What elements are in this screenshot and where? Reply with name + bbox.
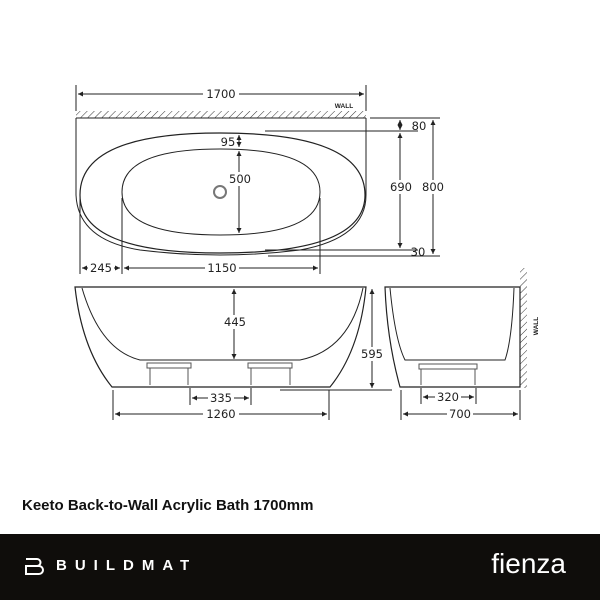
bath-basin	[121, 148, 321, 236]
bath-top-outline	[75, 118, 367, 256]
product-title: Keeto Back-to-Wall Acrylic Bath 1700mm	[22, 497, 314, 514]
bath-rim	[79, 132, 366, 254]
bath-legs	[146, 362, 293, 385]
dim-base-length: 1260	[206, 407, 235, 421]
dim-inner-depth: 445	[224, 315, 246, 329]
dim-basin-offset: 245	[90, 261, 112, 275]
dim-overall-height: 595	[361, 347, 383, 361]
wall-label-top: WALL	[335, 103, 353, 110]
dim-overall-width: 800	[422, 180, 444, 194]
bath-side-legs	[418, 363, 478, 385]
wall-label-side: WALL	[533, 317, 540, 335]
technical-drawing: 1700 80 95 500 690 800 30 245 1150 445 5…	[74, 85, 540, 421]
wall-hatch-top	[76, 111, 366, 118]
dim-leg-spacing-side: 320	[437, 390, 459, 404]
dim-rim-to-basin: 95	[221, 135, 236, 149]
bath-front-outline	[74, 286, 367, 388]
dim-front-offset: 30	[411, 245, 426, 259]
dim-basin-length: 1150	[207, 261, 236, 275]
dim-wall-gap: 80	[412, 119, 427, 133]
bath-side-inner	[389, 287, 515, 361]
dim-basin-width: 500	[229, 172, 251, 186]
wall-hatch-side	[520, 268, 527, 388]
buildmat-logo: BUILDMAT	[56, 557, 198, 574]
dim-overall-length: 1700	[206, 87, 235, 101]
dim-base-width: 700	[449, 407, 471, 421]
bath-front-inner	[81, 287, 364, 361]
dim-rim-depth: 690	[390, 180, 412, 194]
fienza-logo: fienza	[491, 548, 566, 579]
dim-leg-spacing-front: 335	[210, 391, 232, 405]
bath-side-outline	[384, 286, 521, 388]
drain-icon	[213, 185, 227, 199]
buildmat-logo-icon	[25, 558, 44, 575]
footer-bar: BUILDMAT fienza	[0, 534, 600, 600]
